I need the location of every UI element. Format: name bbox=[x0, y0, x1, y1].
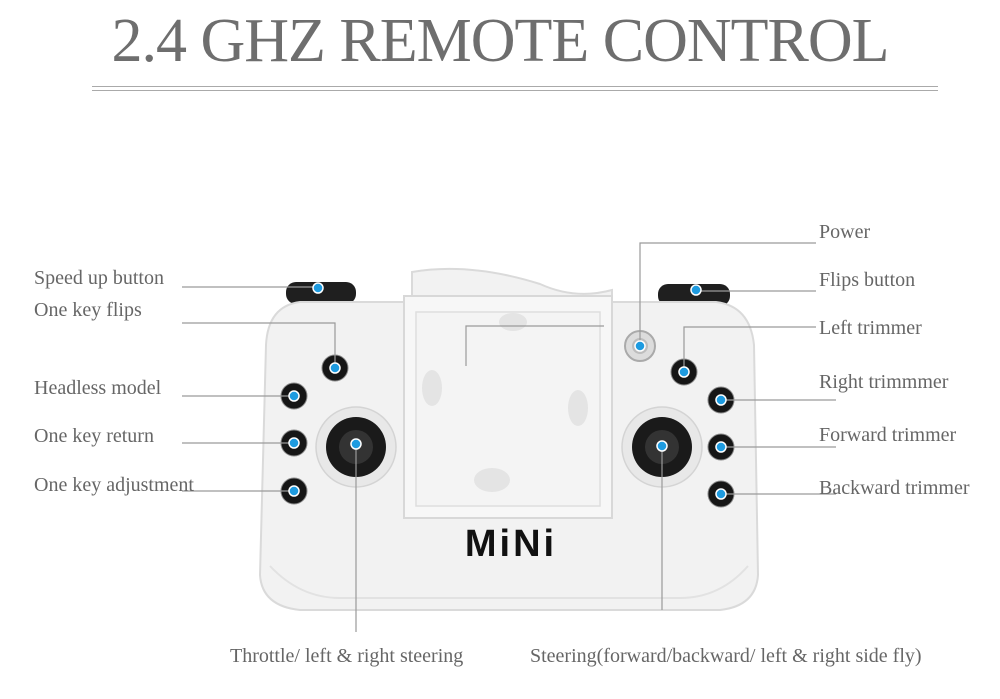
marker-dot bbox=[715, 441, 727, 453]
label-backward-trim: Backward trimmer bbox=[819, 477, 970, 499]
label-adjust: One key adjustment bbox=[34, 474, 194, 496]
marker-dot bbox=[690, 284, 702, 296]
marker-dot bbox=[350, 438, 362, 450]
holder-notch bbox=[499, 313, 527, 331]
marker-dot bbox=[715, 394, 727, 406]
label-power: Power bbox=[819, 221, 871, 243]
left-trim-callout bbox=[683, 326, 816, 372]
label-left-trim: Left trimmer bbox=[819, 317, 922, 339]
label-flips-button: Flips button bbox=[819, 269, 916, 291]
label-return: One key return bbox=[34, 425, 154, 447]
flips-callout bbox=[182, 322, 336, 368]
marker-dot bbox=[715, 488, 727, 500]
marker-dot bbox=[288, 485, 300, 497]
brand-logo: MiNi bbox=[465, 523, 557, 565]
marker-dot bbox=[634, 340, 646, 352]
marker-dot bbox=[329, 362, 341, 374]
label-right-trim: Right trimmmer bbox=[819, 371, 949, 393]
label-headless: Headless model bbox=[34, 377, 162, 399]
power-callout bbox=[639, 242, 816, 346]
holder-notch bbox=[474, 468, 510, 492]
label-speed-up: Speed up button bbox=[34, 267, 164, 289]
label-flips: One key flips bbox=[34, 299, 142, 321]
label-steering: Steering(forward/backward/ left & right … bbox=[530, 645, 922, 667]
marker-dot bbox=[288, 437, 300, 449]
marker-dot bbox=[288, 390, 300, 402]
holder-notch bbox=[568, 390, 588, 426]
marker-dot bbox=[656, 440, 668, 452]
title-divider-top bbox=[92, 86, 938, 87]
holder-callout bbox=[465, 325, 604, 366]
label-throttle: Throttle/ left & right steering bbox=[230, 645, 464, 667]
marker-dot bbox=[678, 366, 690, 378]
holder-notch bbox=[422, 370, 442, 406]
label-forward-trim: Forward trimmer bbox=[819, 424, 957, 446]
title-divider-bottom bbox=[92, 90, 938, 91]
marker-dot bbox=[312, 282, 324, 294]
body-lower-edge bbox=[269, 565, 749, 599]
page-title: 2.4 GHZ REMOTE CONTROL bbox=[111, 7, 889, 75]
